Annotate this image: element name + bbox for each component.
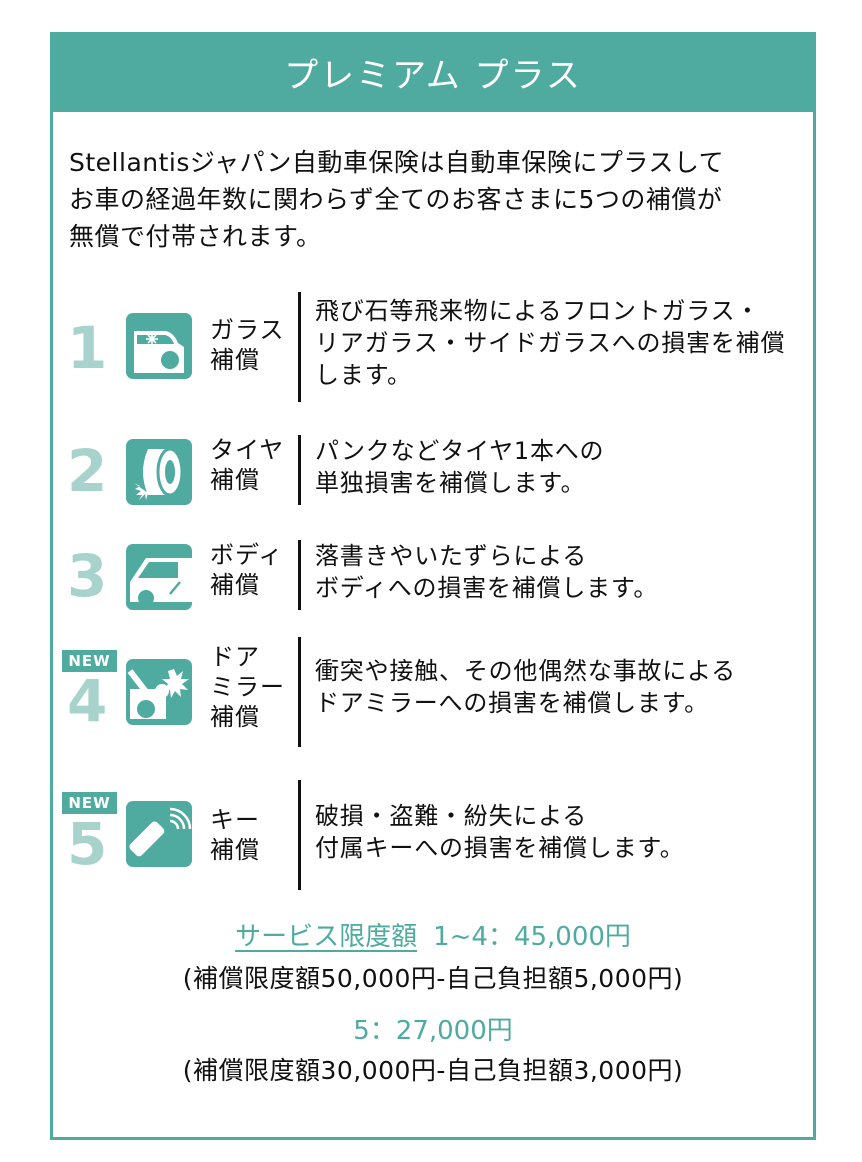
new-badge: NEW [62,650,117,672]
divider [298,780,301,890]
desc-line: ボディへの損害を補償します。 [315,574,659,602]
premium-plus-card: プレミアム プラス Stellantisジャパン自動車保険は自動車保険にプラスし… [50,32,816,1140]
item-number: 2 [67,437,108,505]
divider [298,292,301,402]
coverage-item-door-mirror: NEW 4 ドア ミラー 補償 衝突や接触、その他偶然な事故による ドアミラーへ… [53,632,813,752]
divider [298,637,301,747]
item-label: ドア ミラー 補償 [210,642,285,732]
coverage-item-tire: 2 タイヤ 補償 パンクなどタイヤ1本への 単独損害を補償します。 [53,427,813,507]
item-label: キー 補償 [210,805,260,865]
coverage-item-key: NEW 5 キー 補償 破損・盗難・紛失による 付属キーへの損害を補償します。 [53,777,813,892]
label-line: ミラー [210,673,285,701]
intro-line: お車の経過年数に関わらず全てのお客さまに5つの補償が [69,185,723,214]
intro-line: 無償で付帯されます。 [69,222,322,251]
divider [298,540,301,610]
car-body-icon [126,544,192,610]
service-limit-link[interactable]: サービス限度額 [235,922,418,952]
desc-line: リアガラス・サイドガラスへの損害を補償 [315,329,786,357]
desc-line: 破損・盗難・紛失による [315,802,588,830]
item-description: パンクなどタイヤ1本への 単独損害を補償します。 [315,435,810,499]
item-description: 落書きやいたずらによる ボディへの損害を補償します。 [315,540,810,604]
new-badge: NEW [62,792,117,814]
item-number: 3 [67,542,108,610]
service-limits: サービス限度額 1~4：45,000円 (補償限度額50,000円-自己負担額5,… [53,917,813,1093]
label-line: 補償 [210,571,260,599]
item-number: 5 [67,810,108,878]
label-line: 補償 [210,346,260,374]
item-label: ガラス 補償 [210,315,285,375]
title-text: プレミアム プラス [284,55,582,96]
limit-value-5: 5：27,000円 [353,1016,513,1046]
desc-line: 衝突や接触、その他偶然な事故による [315,657,736,685]
item-label: ボディ 補償 [210,540,283,600]
item-description: 衝突や接触、その他偶然な事故による ドアミラーへの損害を補償します。 [315,655,810,719]
car-key-icon [126,801,192,867]
item-label: タイヤ 補償 [210,435,284,495]
tire-icon [126,439,192,505]
limit-detail-1-4: (補償限度額50,000円-自己負担額5,000円) [182,964,684,993]
intro-text: Stellantisジャパン自動車保険は自動車保険にプラスして お車の経過年数に… [69,144,809,255]
desc-line: 落書きやいたずらによる [315,542,588,570]
desc-line: 付属キーへの損害を補償します。 [315,834,685,862]
item-description: 飛び石等飛来物によるフロントガラス・ リアガラス・サイドガラスへの損害を補償 し… [315,295,810,391]
desc-line: ドアミラーへの損害を補償します。 [315,689,709,717]
label-line: ガラス [210,316,285,344]
item-number: 1 [67,314,108,382]
item-number: 4 [67,667,108,735]
car-windshield-icon [126,313,192,379]
item-description: 破損・盗難・紛失による 付属キーへの損害を補償します。 [315,800,810,864]
page-title: プレミアム プラス [50,32,816,112]
desc-line: します。 [315,361,412,389]
divider [298,435,301,505]
coverage-item-body: 3 ボディ 補償 落書きやいたずらによる ボディへの損害を補償します。 [53,532,813,612]
desc-line: 飛び石等飛来物によるフロントガラス・ [315,297,761,325]
label-line: 補償 [210,466,260,494]
desc-line: パンクなどタイヤ1本への [315,437,605,465]
limit-line-1-4: サービス限度額 1~4：45,000円 [53,917,813,957]
label-line: タイヤ [210,436,285,464]
door-mirror-icon [126,659,192,725]
label-line: キー [210,806,260,834]
label-line: ドア [210,643,260,671]
coverage-item-glass: 1 ガラス 補償 飛び石等飛来物によるフロントガラス・ リアガラス・サイドガラス… [53,287,813,407]
label-line: ボディ [210,541,284,569]
desc-line: 単独損害を補償します。 [315,469,586,497]
label-line: 補償 [210,836,260,864]
label-line: 補償 [210,703,260,731]
intro-line: Stellantisジャパン自動車保険は自動車保険にプラスして [69,148,725,177]
limit-detail-5: (補償限度額30,000円-自己負担額3,000円) [182,1056,684,1085]
limit-value-1-4: 1~4：45,000円 [433,922,631,952]
